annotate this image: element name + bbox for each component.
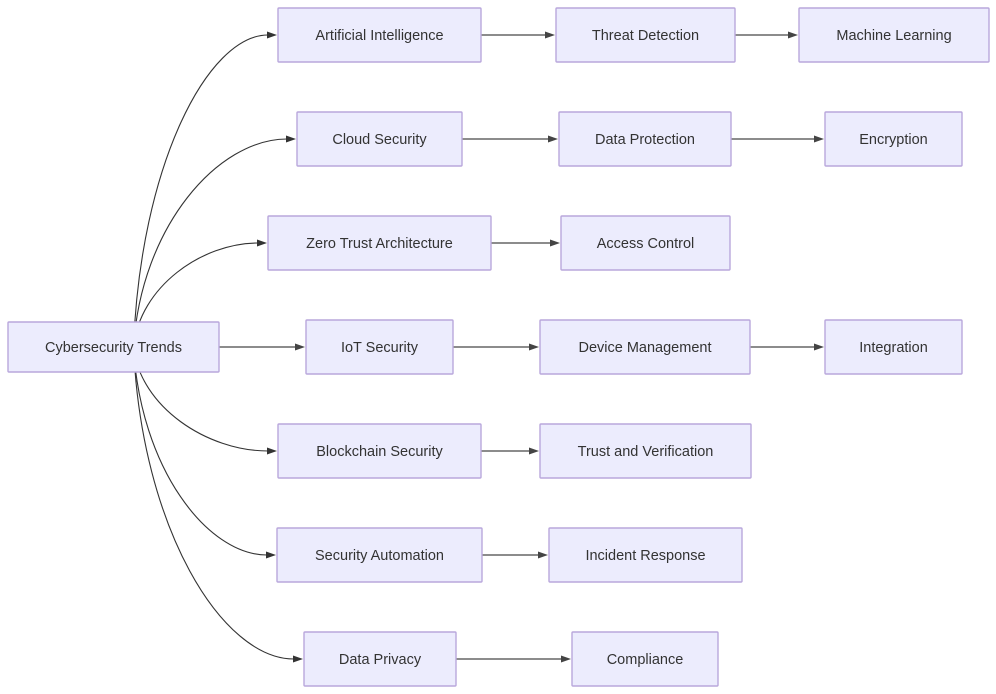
edge-arrowhead: [529, 343, 539, 351]
node-box[interactable]: [824, 319, 963, 375]
node-box[interactable]: [824, 111, 963, 167]
edge-data-protection-to-encryption: [731, 135, 824, 143]
node-box[interactable]: [539, 423, 752, 479]
node-security-automation[interactable]: Security Automation: [276, 527, 483, 583]
edge-data-privacy-to-compliance: [456, 655, 571, 663]
node-blockchain-security[interactable]: Blockchain Security: [277, 423, 482, 479]
node-box[interactable]: [548, 527, 743, 583]
node-machine-learning[interactable]: Machine Learning: [798, 7, 990, 63]
edge-arrowhead: [267, 447, 277, 455]
node-box[interactable]: [560, 215, 731, 271]
edge-root-to-security-automation: [132, 346, 276, 559]
edge-zero-trust-to-access-control: [491, 239, 560, 247]
node-box[interactable]: [305, 319, 454, 375]
node-encryption[interactable]: Encryption: [824, 111, 963, 167]
edge-arrowhead: [561, 655, 571, 663]
node-box[interactable]: [277, 7, 482, 63]
edge-root-to-data-privacy: [132, 346, 303, 663]
node-box[interactable]: [296, 111, 463, 167]
edge-arrowhead: [814, 135, 824, 143]
edge-arrowhead: [814, 343, 824, 351]
edge-arrowhead: [267, 31, 277, 39]
edge-arrowhead: [788, 31, 798, 39]
node-box[interactable]: [571, 631, 719, 687]
edge-arrowhead: [266, 551, 276, 559]
node-device-management[interactable]: Device Management: [539, 319, 751, 375]
edge-device-management-to-integration: [750, 343, 824, 351]
node-cloud-security[interactable]: Cloud Security: [296, 111, 463, 167]
node-trust-verification[interactable]: Trust and Verification: [539, 423, 752, 479]
node-integration[interactable]: Integration: [824, 319, 963, 375]
edge-arrowhead: [293, 655, 303, 663]
node-box[interactable]: [7, 321, 220, 373]
edge-ai-to-threat-detection: [481, 31, 555, 39]
edges-layer: [132, 31, 824, 663]
node-data-privacy[interactable]: Data Privacy: [303, 631, 457, 687]
node-box[interactable]: [303, 631, 457, 687]
edge-threat-detection-to-machine-learning: [735, 31, 798, 39]
edge-iot-security-to-device-management: [453, 343, 539, 351]
node-iot-security[interactable]: IoT Security: [305, 319, 454, 375]
edge-arrowhead: [286, 135, 296, 143]
edge-arrowhead: [529, 447, 539, 455]
node-box[interactable]: [798, 7, 990, 63]
node-access-control[interactable]: Access Control: [560, 215, 731, 271]
node-box[interactable]: [277, 423, 482, 479]
edge-arrowhead: [295, 343, 305, 351]
edge-cloud-security-to-data-protection: [462, 135, 558, 143]
edge-root-to-iot-security: [219, 343, 305, 351]
node-box[interactable]: [267, 215, 492, 271]
edge-arrowhead: [550, 239, 560, 247]
node-threat-detection[interactable]: Threat Detection: [555, 7, 736, 63]
edge-curve: [132, 34, 269, 348]
edge-root-to-cloud-security: [132, 135, 296, 348]
node-box[interactable]: [539, 319, 751, 375]
edge-blockchain-security-to-trust-verification: [481, 447, 539, 455]
node-zero-trust[interactable]: Zero Trust Architecture: [267, 215, 492, 271]
node-compliance[interactable]: Compliance: [571, 631, 719, 687]
node-box[interactable]: [555, 7, 736, 63]
node-box[interactable]: [558, 111, 732, 167]
node-root[interactable]: Cybersecurity Trends: [7, 321, 220, 373]
edge-curve: [132, 346, 268, 556]
edge-arrowhead: [548, 135, 558, 143]
edge-root-to-ai: [132, 31, 277, 348]
edge-arrowhead: [545, 31, 555, 39]
edge-arrowhead: [538, 551, 548, 559]
node-box[interactable]: [276, 527, 483, 583]
edge-security-automation-to-incident-response: [482, 551, 548, 559]
edge-curve: [132, 138, 288, 348]
node-ai[interactable]: Artificial Intelligence: [277, 7, 482, 63]
node-data-protection[interactable]: Data Protection: [558, 111, 732, 167]
edge-arrowhead: [257, 239, 267, 247]
node-incident-response[interactable]: Incident Response: [548, 527, 743, 583]
edge-curve: [132, 346, 295, 660]
